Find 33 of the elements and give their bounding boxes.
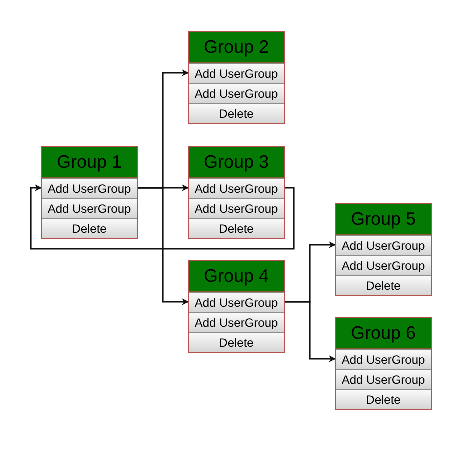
group-card <box>188 146 285 239</box>
action-button: Add UserGroup <box>42 198 137 218</box>
action-button: Delete <box>42 218 137 238</box>
action-button: Delete <box>336 275 431 295</box>
arrow <box>30 184 295 250</box>
action-button: Add UserGroup <box>189 178 284 198</box>
group-header: Group 4 <box>189 261 284 292</box>
action-button: Add UserGroup <box>189 292 284 312</box>
action-button: Delete <box>189 332 284 352</box>
action-button: Delete <box>189 103 284 123</box>
group-card <box>188 260 285 353</box>
action-button: Add UserGroup <box>189 198 284 218</box>
action-button: Add UserGroup <box>336 349 431 369</box>
group-header: Group 5 <box>336 204 431 235</box>
arrow <box>137 187 189 306</box>
arrow <box>284 301 336 362</box>
action-button: Add UserGroup <box>336 235 431 255</box>
group-header: Group 3 <box>189 147 284 178</box>
group-card <box>41 146 138 239</box>
group-card <box>335 203 432 296</box>
group-card <box>335 317 432 410</box>
action-button: Delete <box>189 218 284 238</box>
group-header: Group 1 <box>42 147 137 178</box>
group-header: Group 2 <box>189 32 284 63</box>
action-button: Delete <box>336 389 431 409</box>
action-button: Add UserGroup <box>189 63 284 83</box>
group-card <box>188 31 285 124</box>
action-button: Add UserGroup <box>42 178 137 198</box>
action-button: Add UserGroup <box>336 255 431 275</box>
action-button: Add UserGroup <box>189 83 284 103</box>
group-header: Group 6 <box>336 318 431 349</box>
action-button: Add UserGroup <box>336 369 431 389</box>
action-button: Add UserGroup <box>189 312 284 332</box>
